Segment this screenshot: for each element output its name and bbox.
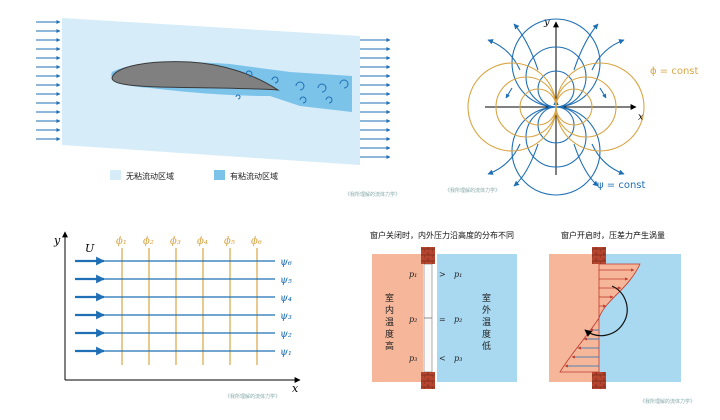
y-axis-label: y bbox=[543, 17, 550, 28]
psi-label-5: ψ₅ bbox=[280, 275, 292, 286]
legend-label-viscous: 有粘流动区域 bbox=[230, 171, 278, 181]
inflow-arrows bbox=[36, 20, 61, 141]
phi-label-2: ϕ₂ bbox=[143, 236, 154, 247]
window-closed-panel: 窗户关闭时，内外压力沿高度的分布不同 室 内 温 度 高 室 外 温 度 低 p… bbox=[370, 230, 517, 389]
psi-label: ψ = const bbox=[597, 180, 645, 191]
outdoor-region bbox=[437, 254, 517, 382]
indoor-char: 内 bbox=[385, 304, 394, 316]
p-op-2: = bbox=[439, 315, 446, 324]
phi-labels: ϕ₁ ϕ₂ ϕ₃ ϕ₄ ϕ₅ ϕ₆ bbox=[116, 236, 262, 247]
flow-arrows bbox=[75, 256, 105, 356]
indoor-char: 度 bbox=[385, 328, 394, 340]
phi-label-1: ϕ₁ bbox=[116, 236, 127, 247]
airfoil-shape bbox=[111, 61, 280, 91]
phi-label-5: ϕ₅ bbox=[224, 236, 235, 247]
caption: 《我所理解的流体力学》 bbox=[445, 187, 500, 194]
brick-top bbox=[421, 247, 435, 264]
psi-label-2: ψ₂ bbox=[280, 329, 292, 340]
outdoor-char: 低 bbox=[482, 340, 491, 352]
p-right-2: p₂ bbox=[454, 315, 462, 324]
p-left-3: p₃ bbox=[409, 354, 417, 363]
indoor-text: 室 内 温 度 高 bbox=[385, 292, 394, 352]
phi-label-4: ϕ₄ bbox=[197, 236, 208, 247]
caption: 《我所理解的流体力学》 bbox=[225, 393, 280, 400]
pressure-arrows-in bbox=[564, 328, 599, 368]
streamlines bbox=[75, 260, 275, 352]
x-axis-label: x bbox=[638, 112, 644, 123]
outdoor-char: 温 bbox=[482, 317, 491, 328]
psi-label-4: ψ₄ bbox=[280, 293, 292, 304]
indoor-char: 高 bbox=[385, 340, 394, 352]
indoor-char: 温 bbox=[385, 317, 394, 328]
outflow-arrows bbox=[360, 38, 391, 159]
p-op-3: < bbox=[439, 354, 446, 363]
psi-label-1: ψ₁ bbox=[280, 347, 292, 358]
window-open-panel: 窗户开启时，压差力产生涡量 《我所理解的流体力学》 bbox=[549, 230, 695, 405]
pressure-arrows-out bbox=[599, 268, 635, 308]
p-op-1: > bbox=[439, 270, 446, 279]
vortex-circulation bbox=[584, 285, 628, 337]
outdoor-char: 室 bbox=[482, 292, 491, 304]
legend-swatch-viscous bbox=[214, 170, 225, 180]
y-axis-label: y bbox=[53, 234, 61, 247]
brick-top bbox=[592, 247, 606, 264]
pressure-rows: p₁ > p₁ p₂ = p₂ p₃ < p₃ bbox=[409, 270, 462, 363]
potential-lines bbox=[121, 248, 258, 365]
p-right-3: p₃ bbox=[454, 354, 462, 363]
legend-swatch-inviscid bbox=[110, 170, 121, 180]
window-open-title: 窗户开启时，压差力产生涡量 bbox=[561, 230, 665, 240]
phi-label-3: ϕ₃ bbox=[170, 236, 181, 247]
dipole-panel: y x ϕ = const ψ = const 《我所理解的流体力学 bbox=[445, 17, 698, 196]
indoor-char: 室 bbox=[385, 292, 394, 304]
outdoor-char: 外 bbox=[482, 304, 491, 316]
uniform-flow-panel: y x U ϕ₁ ϕ₂ ϕ₃ ϕ₄ ϕ₅ ϕ₆ ψ₆ ψ₅ bbox=[53, 231, 301, 400]
potential-lines-phi bbox=[467, 62, 645, 152]
p-left-2: p₂ bbox=[409, 315, 417, 324]
phi-label: ϕ = const bbox=[650, 66, 698, 77]
airfoil-panel: 无粘流动区域 有粘流动区域 《我所理解的流体力学》 bbox=[36, 18, 400, 198]
window-closed-title: 窗户关闭时，内外压力沿高度的分布不同 bbox=[370, 230, 514, 240]
wake-vortices bbox=[235, 70, 349, 104]
brick-bottom bbox=[592, 372, 606, 389]
indoor-region bbox=[372, 254, 423, 382]
x-axis-label: x bbox=[292, 382, 299, 395]
outdoor-text: 室 外 温 度 低 bbox=[482, 292, 491, 352]
caption: 《我所理解的流体力学》 bbox=[640, 398, 695, 405]
u-label: U bbox=[85, 242, 95, 255]
psi-label-3: ψ₃ bbox=[280, 311, 292, 322]
p-left-1: p₁ bbox=[409, 270, 417, 279]
phi-label-6: ϕ₆ bbox=[251, 236, 262, 247]
outdoor-char: 度 bbox=[482, 328, 491, 340]
psi-label-6: ψ₆ bbox=[280, 257, 292, 268]
legend-label-inviscid: 无粘流动区域 bbox=[126, 171, 174, 181]
brick-bottom bbox=[421, 372, 435, 389]
p-right-1: p₁ bbox=[454, 270, 462, 279]
psi-labels: ψ₆ ψ₅ ψ₄ ψ₃ ψ₂ ψ₁ bbox=[280, 257, 292, 358]
caption: 《我所理解的流体力学》 bbox=[345, 191, 400, 198]
